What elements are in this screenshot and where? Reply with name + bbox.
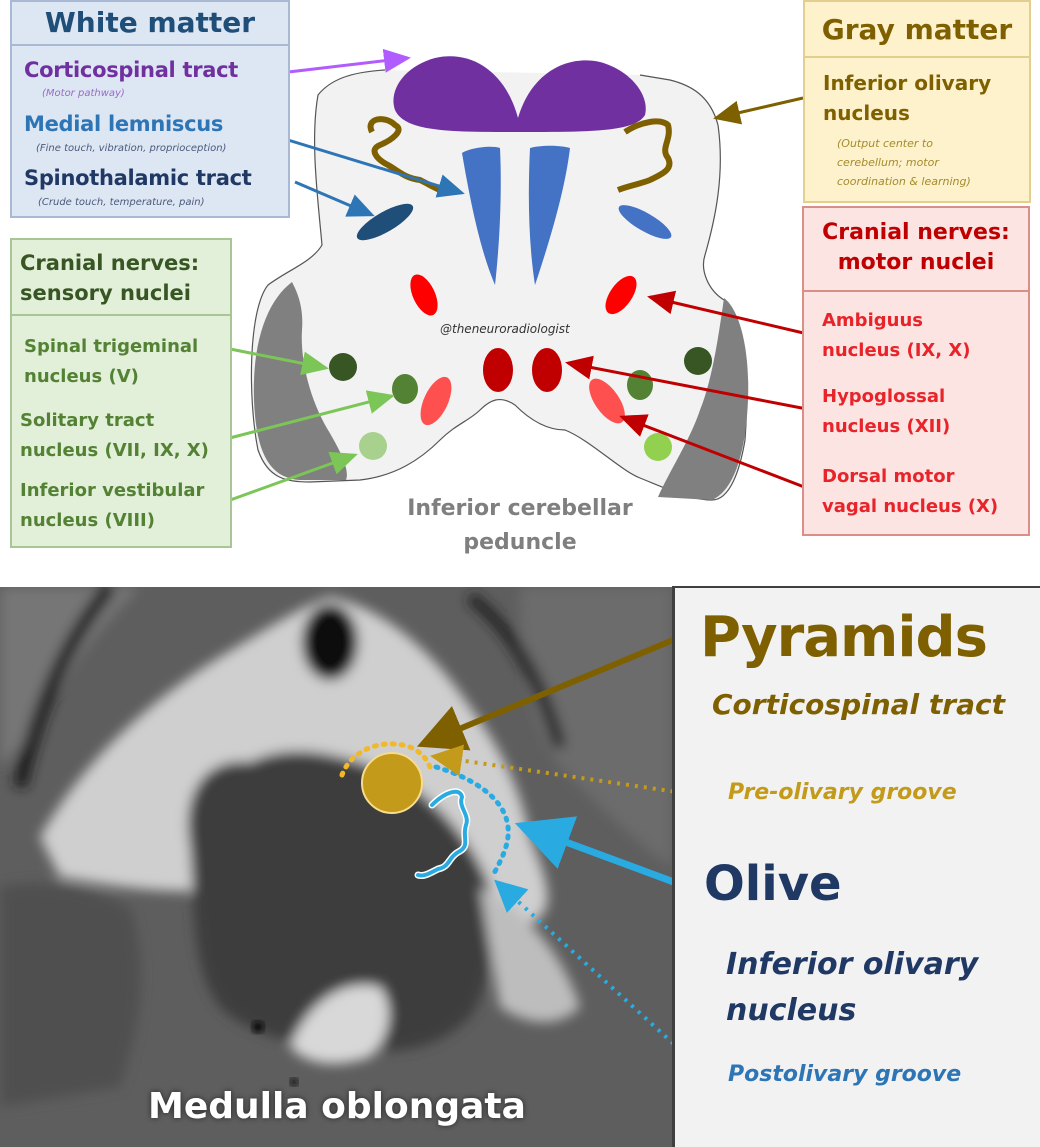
preolivary-groove-label: Pre-olivary groove	[728, 780, 957, 805]
inferior-cerebellar-peduncle-label: Inferior cerebellar peduncle	[407, 496, 633, 555]
mri-illustration	[0, 587, 672, 1147]
postolivary-groove-outline	[433, 764, 511, 880]
corticospinal-tract-note: (Motor pathway)	[42, 88, 125, 99]
arrow-spinal-trigeminal	[214, 344, 329, 376]
left-spinothalamic-tract	[356, 203, 414, 241]
right-spinothalamic-tract	[618, 205, 672, 239]
left-inferior-cerebellar-peduncle	[253, 282, 347, 480]
left-hypoglossal-nucleus	[483, 348, 513, 392]
right-hypoglossal-nucleus	[532, 348, 562, 392]
solitary-tract-nucleus-label: Solitary tract nucleus (VII, IX, X)	[20, 410, 209, 461]
medulla-cross-section-diagram	[214, 48, 813, 505]
right-dorsal-motor-vagal-nucleus	[589, 378, 625, 424]
gray-matter-legend: Gray matter Inferior olivary nucleus (Ou…	[803, 0, 1031, 203]
mri-title: Medulla oblongata	[148, 1086, 526, 1127]
inferior-vestibular-nucleus-label: Inferior vestibular nucleus (VIII)	[20, 480, 205, 531]
arrow-ambiguus	[647, 290, 813, 337]
spinothalamic-tract-note: (Crude touch, temperature, pain)	[38, 197, 205, 208]
olive-subtitle: Inferior olivary nucleus	[726, 947, 979, 1028]
left-pyramid	[393, 56, 518, 132]
arrow-dorsal-motor-vagal	[619, 414, 813, 492]
right-pyramid	[518, 60, 646, 133]
preolivary-groove-outline	[339, 741, 433, 778]
medial-lemniscus-note: (Fine touch, vibration, proprioception)	[36, 143, 227, 154]
inferior-olivary-nucleus-note: (Output center to cerebellum; motor coor…	[837, 137, 971, 188]
pyramids-subtitle: Corticospinal tract	[712, 688, 1005, 721]
watermark: @theneuroradiologist	[440, 322, 570, 336]
arrow-pyramids	[416, 637, 672, 751]
hypoglossal-nucleus-label: Hypoglossal nucleus (XII)	[822, 386, 951, 437]
right-nucleus-ambiguus	[605, 275, 637, 315]
left-medial-lemniscus	[462, 146, 501, 285]
spinothalamic-tract-label: Spinothalamic tract	[24, 166, 252, 190]
mri-legend-panel	[672, 586, 1040, 1147]
right-inferior-vestibular-nucleus	[644, 433, 672, 461]
spinal-trigeminal-nucleus-label: Spinal trigeminal nucleus (V)	[24, 336, 199, 387]
right-inferior-cerebellar-peduncle	[658, 298, 749, 500]
motor-nuclei-title: Cranial nerves: motor nuclei	[804, 208, 1028, 292]
arrow-hypoglossal	[565, 355, 813, 412]
left-nucleus-ambiguus	[410, 274, 438, 316]
sensory-nuclei-title: Cranial nerves: sensory nuclei	[12, 240, 230, 316]
arrow-spinothalamic	[294, 180, 375, 217]
arrow-inferior-olivary	[713, 96, 804, 125]
left-spinal-trigeminal-nucleus	[329, 353, 357, 381]
olive-title: Olive	[704, 856, 842, 912]
white-matter-title: White matter	[12, 2, 288, 46]
arrow-postolivary-groove	[494, 879, 672, 1046]
arrow-corticospinal	[279, 48, 411, 75]
medial-lemniscus-label: Medial lemniscus	[24, 112, 224, 136]
left-dorsal-motor-vagal-nucleus	[420, 376, 452, 426]
pyramids-title: Pyramids	[700, 605, 988, 670]
motor-nuclei-legend: Cranial nerves: motor nuclei Ambiguus nu…	[802, 206, 1030, 536]
white-matter-legend: White matter Corticospinal tract (Motor …	[10, 0, 290, 218]
right-spinal-trigeminal-nucleus	[684, 347, 712, 375]
left-inferior-vestibular-nucleus	[359, 432, 387, 460]
right-inferior-olivary-nucleus	[616, 118, 673, 193]
arrow-solitary-tract	[221, 390, 395, 442]
dorsal-motor-vagal-nucleus-label: Dorsal motor vagal nucleus (X)	[822, 466, 999, 517]
sensory-nuclei-legend: Cranial nerves: sensory nuclei Spinal tr…	[10, 238, 232, 548]
postolivary-groove-label: Postolivary groove	[728, 1062, 962, 1087]
left-solitary-tract-nucleus	[392, 374, 418, 404]
inferior-olivary-nucleus-label: Inferior olivary nucleus	[823, 71, 992, 125]
gray-matter-title: Gray matter	[805, 2, 1029, 58]
arrow-preolivary-groove	[430, 744, 672, 794]
right-medial-lemniscus	[528, 145, 570, 285]
mri-axial-image	[0, 587, 672, 1147]
ambiguus-nucleus-label: Ambiguus nucleus (IX, X)	[822, 310, 971, 361]
pyramid-marker	[361, 752, 423, 814]
arrow-olive	[514, 816, 672, 886]
arrow-inferior-vestibular	[221, 451, 358, 505]
arrow-medial-lemniscus	[264, 131, 465, 198]
corticospinal-tract-label: Corticospinal tract	[24, 58, 239, 82]
